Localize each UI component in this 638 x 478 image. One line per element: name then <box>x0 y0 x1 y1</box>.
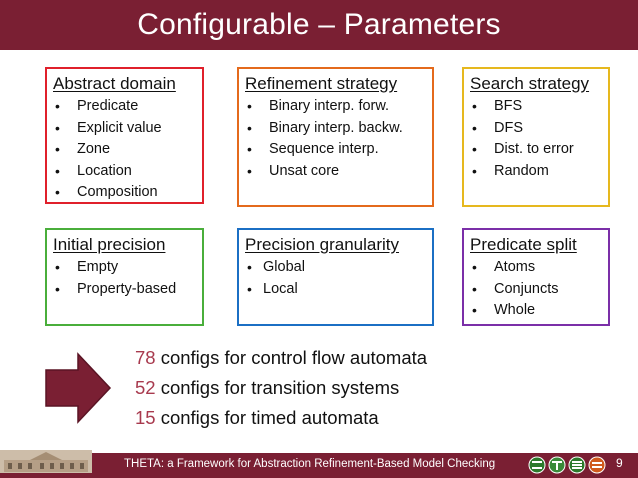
theta-logo-icon-2 <box>548 456 566 474</box>
box-title: Predicate split <box>470 235 577 254</box>
list-item: •Random <box>470 161 602 183</box>
box-title: Initial precision <box>53 235 166 254</box>
list-item: •Binary interp. forw. <box>245 96 426 118</box>
bullet-icon: • <box>247 98 252 114</box>
theta-logo-icon-4 <box>588 456 606 474</box>
config-count: 78 <box>135 347 156 368</box>
theta-logo-icon-1 <box>528 456 546 474</box>
list-item: •Property-based <box>53 279 196 301</box>
config-line: 78 configs for control flow automata <box>135 343 427 373</box>
list-item: •Location <box>53 161 196 183</box>
list-item: •Explicit value <box>53 118 196 140</box>
bullet-icon: • <box>472 119 477 136</box>
right-arrow-icon <box>45 352 112 424</box>
config-count: 15 <box>135 407 156 428</box>
bullet-icon: • <box>55 162 60 179</box>
list-item: •Binary interp. backw. <box>245 118 426 140</box>
list-item: •Sequence interp. <box>245 139 426 161</box>
slide-title: Configurable – Parameters <box>137 8 501 41</box>
item-list: •Empty •Property-based <box>53 257 196 300</box>
config-count: 52 <box>135 377 156 398</box>
bullet-icon: • <box>472 280 477 297</box>
list-item: •Local <box>245 279 426 301</box>
box-search-strategy: Search strategy •BFS •DFS •Dist. to erro… <box>462 67 610 207</box>
list-item: •Atoms <box>470 257 602 279</box>
box-precision-granularity: Precision granularity •Global •Local <box>237 228 434 326</box>
bullet-icon: • <box>247 162 252 179</box>
list-item: •Global <box>245 257 426 279</box>
page-number: 9 <box>616 456 623 470</box>
list-item: •Composition <box>53 182 196 204</box>
bullet-icon: • <box>55 259 60 275</box>
bullet-icon: • <box>55 184 60 200</box>
university-building-icon <box>0 450 92 478</box>
bullet-icon: • <box>55 141 60 157</box>
list-item: •BFS <box>470 96 602 118</box>
bullet-icon: • <box>247 141 252 157</box>
list-item: •Unsat core <box>245 161 426 183</box>
config-counts: 78 configs for control flow automata 52 … <box>135 343 427 433</box>
bullet-icon: • <box>472 141 477 157</box>
bullet-icon: • <box>472 98 477 114</box>
bullet-icon: • <box>247 119 252 136</box>
list-item: •DFS <box>470 118 602 140</box>
box-title: Precision granularity <box>245 235 400 254</box>
box-initial-precision: Initial precision •Empty •Property-based <box>45 228 204 326</box>
bullet-icon: • <box>472 302 477 318</box>
box-abstract-domain: Abstract domain •Predicate •Explicit val… <box>45 67 204 204</box>
box-title: Search strategy <box>470 74 590 93</box>
list-item: •Zone <box>53 139 196 161</box>
item-list: •BFS •DFS •Dist. to error •Random <box>470 96 602 182</box>
bullet-icon: • <box>55 280 60 297</box>
config-label: configs for transition systems <box>160 377 400 398</box>
theta-logo-icon-3 <box>568 456 586 474</box>
item-list: •Predicate •Explicit value •Zone •Locati… <box>53 96 196 204</box>
item-list: •Atoms •Conjuncts •Whole <box>470 257 602 322</box>
config-line: 15 configs for timed automata <box>135 403 427 433</box>
title-bar: Configurable – Parameters <box>0 0 638 50</box>
item-list: •Binary interp. forw. •Binary interp. ba… <box>245 96 426 182</box>
item-list: •Global •Local <box>245 257 426 300</box>
theta-logo-icons <box>528 456 606 474</box>
bullet-icon: • <box>472 162 477 179</box>
config-label: configs for control flow automata <box>160 347 428 368</box>
config-label: configs for timed automata <box>160 407 379 428</box>
list-item: •Conjuncts <box>470 279 602 301</box>
box-predicate-split: Predicate split •Atoms •Conjuncts •Whole <box>462 228 610 326</box>
box-refinement-strategy: Refinement strategy •Binary interp. forw… <box>237 67 434 207</box>
bullet-icon: • <box>55 119 60 136</box>
config-line: 52 configs for transition systems <box>135 373 427 403</box>
list-item: •Whole <box>470 300 602 322</box>
bullet-icon: • <box>247 259 252 275</box>
footer-title: THETA: a Framework for Abstraction Refin… <box>124 458 496 470</box>
list-item: •Dist. to error <box>470 139 602 161</box>
box-title: Abstract domain <box>53 74 176 93</box>
bullet-icon: • <box>55 98 60 114</box>
bullet-icon: • <box>247 280 252 297</box>
list-item: •Empty <box>53 257 196 279</box>
box-title: Refinement strategy <box>245 74 398 93</box>
bullet-icon: • <box>472 259 477 275</box>
list-item: •Predicate <box>53 96 196 118</box>
